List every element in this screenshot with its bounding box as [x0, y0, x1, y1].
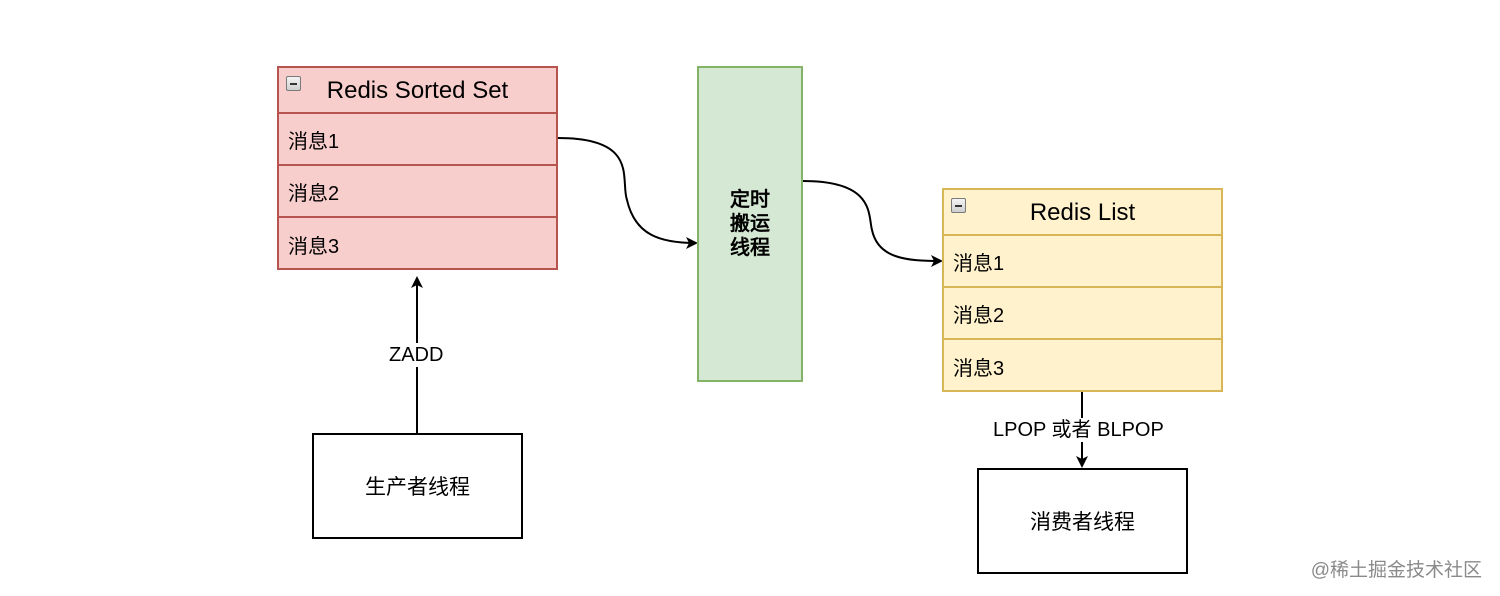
sorted-set-title: Redis Sorted Set [326, 77, 509, 104]
redis-list-row[interactable]: 消息2 [944, 286, 1221, 338]
timer-thread-label: 定时 搬运 线程 [730, 188, 770, 260]
pop-edge-label: LPOP 或者 BLPOP [993, 418, 1164, 442]
timer-thread-line: 定时 [730, 189, 770, 211]
producer-thread-box[interactable]: 生产者线程 [312, 433, 523, 539]
sorted-set-row[interactable]: 消息1 [279, 112, 556, 164]
redis-list-container[interactable]: Redis List 消息1 消息2 消息3 [942, 188, 1223, 392]
zadd-edge-label: ZADD [389, 343, 444, 367]
sorted-set-header: Redis Sorted Set [279, 68, 556, 114]
consumer-thread-label: 消费者线程 [1030, 511, 1135, 534]
redis-list-title: Redis List [1029, 199, 1136, 226]
sorted-set-row[interactable]: 消息3 [279, 216, 556, 270]
consumer-thread-box[interactable]: 消费者线程 [977, 468, 1188, 574]
collapse-icon[interactable] [286, 76, 301, 91]
timer-thread-line: 搬运 [730, 213, 770, 235]
redis-list-header: Redis List [944, 190, 1221, 236]
producer-thread-label: 生产者线程 [365, 476, 470, 499]
watermark: @稀土掘金技术社区 [1310, 560, 1482, 581]
redis-sorted-set-container[interactable]: Redis Sorted Set 消息1 消息2 消息3 [277, 66, 558, 270]
timer-transfer-thread-box[interactable]: 定时 搬运 线程 [697, 66, 803, 382]
redis-list-row[interactable]: 消息1 [944, 234, 1221, 286]
redis-list-row[interactable]: 消息3 [944, 338, 1221, 392]
timer-to-list-arrow [802, 180, 943, 267]
timer-thread-line: 线程 [730, 237, 770, 259]
sorted-set-to-timer-arrow [557, 137, 698, 249]
collapse-icon[interactable] [951, 198, 966, 213]
sorted-set-row[interactable]: 消息2 [279, 164, 556, 216]
